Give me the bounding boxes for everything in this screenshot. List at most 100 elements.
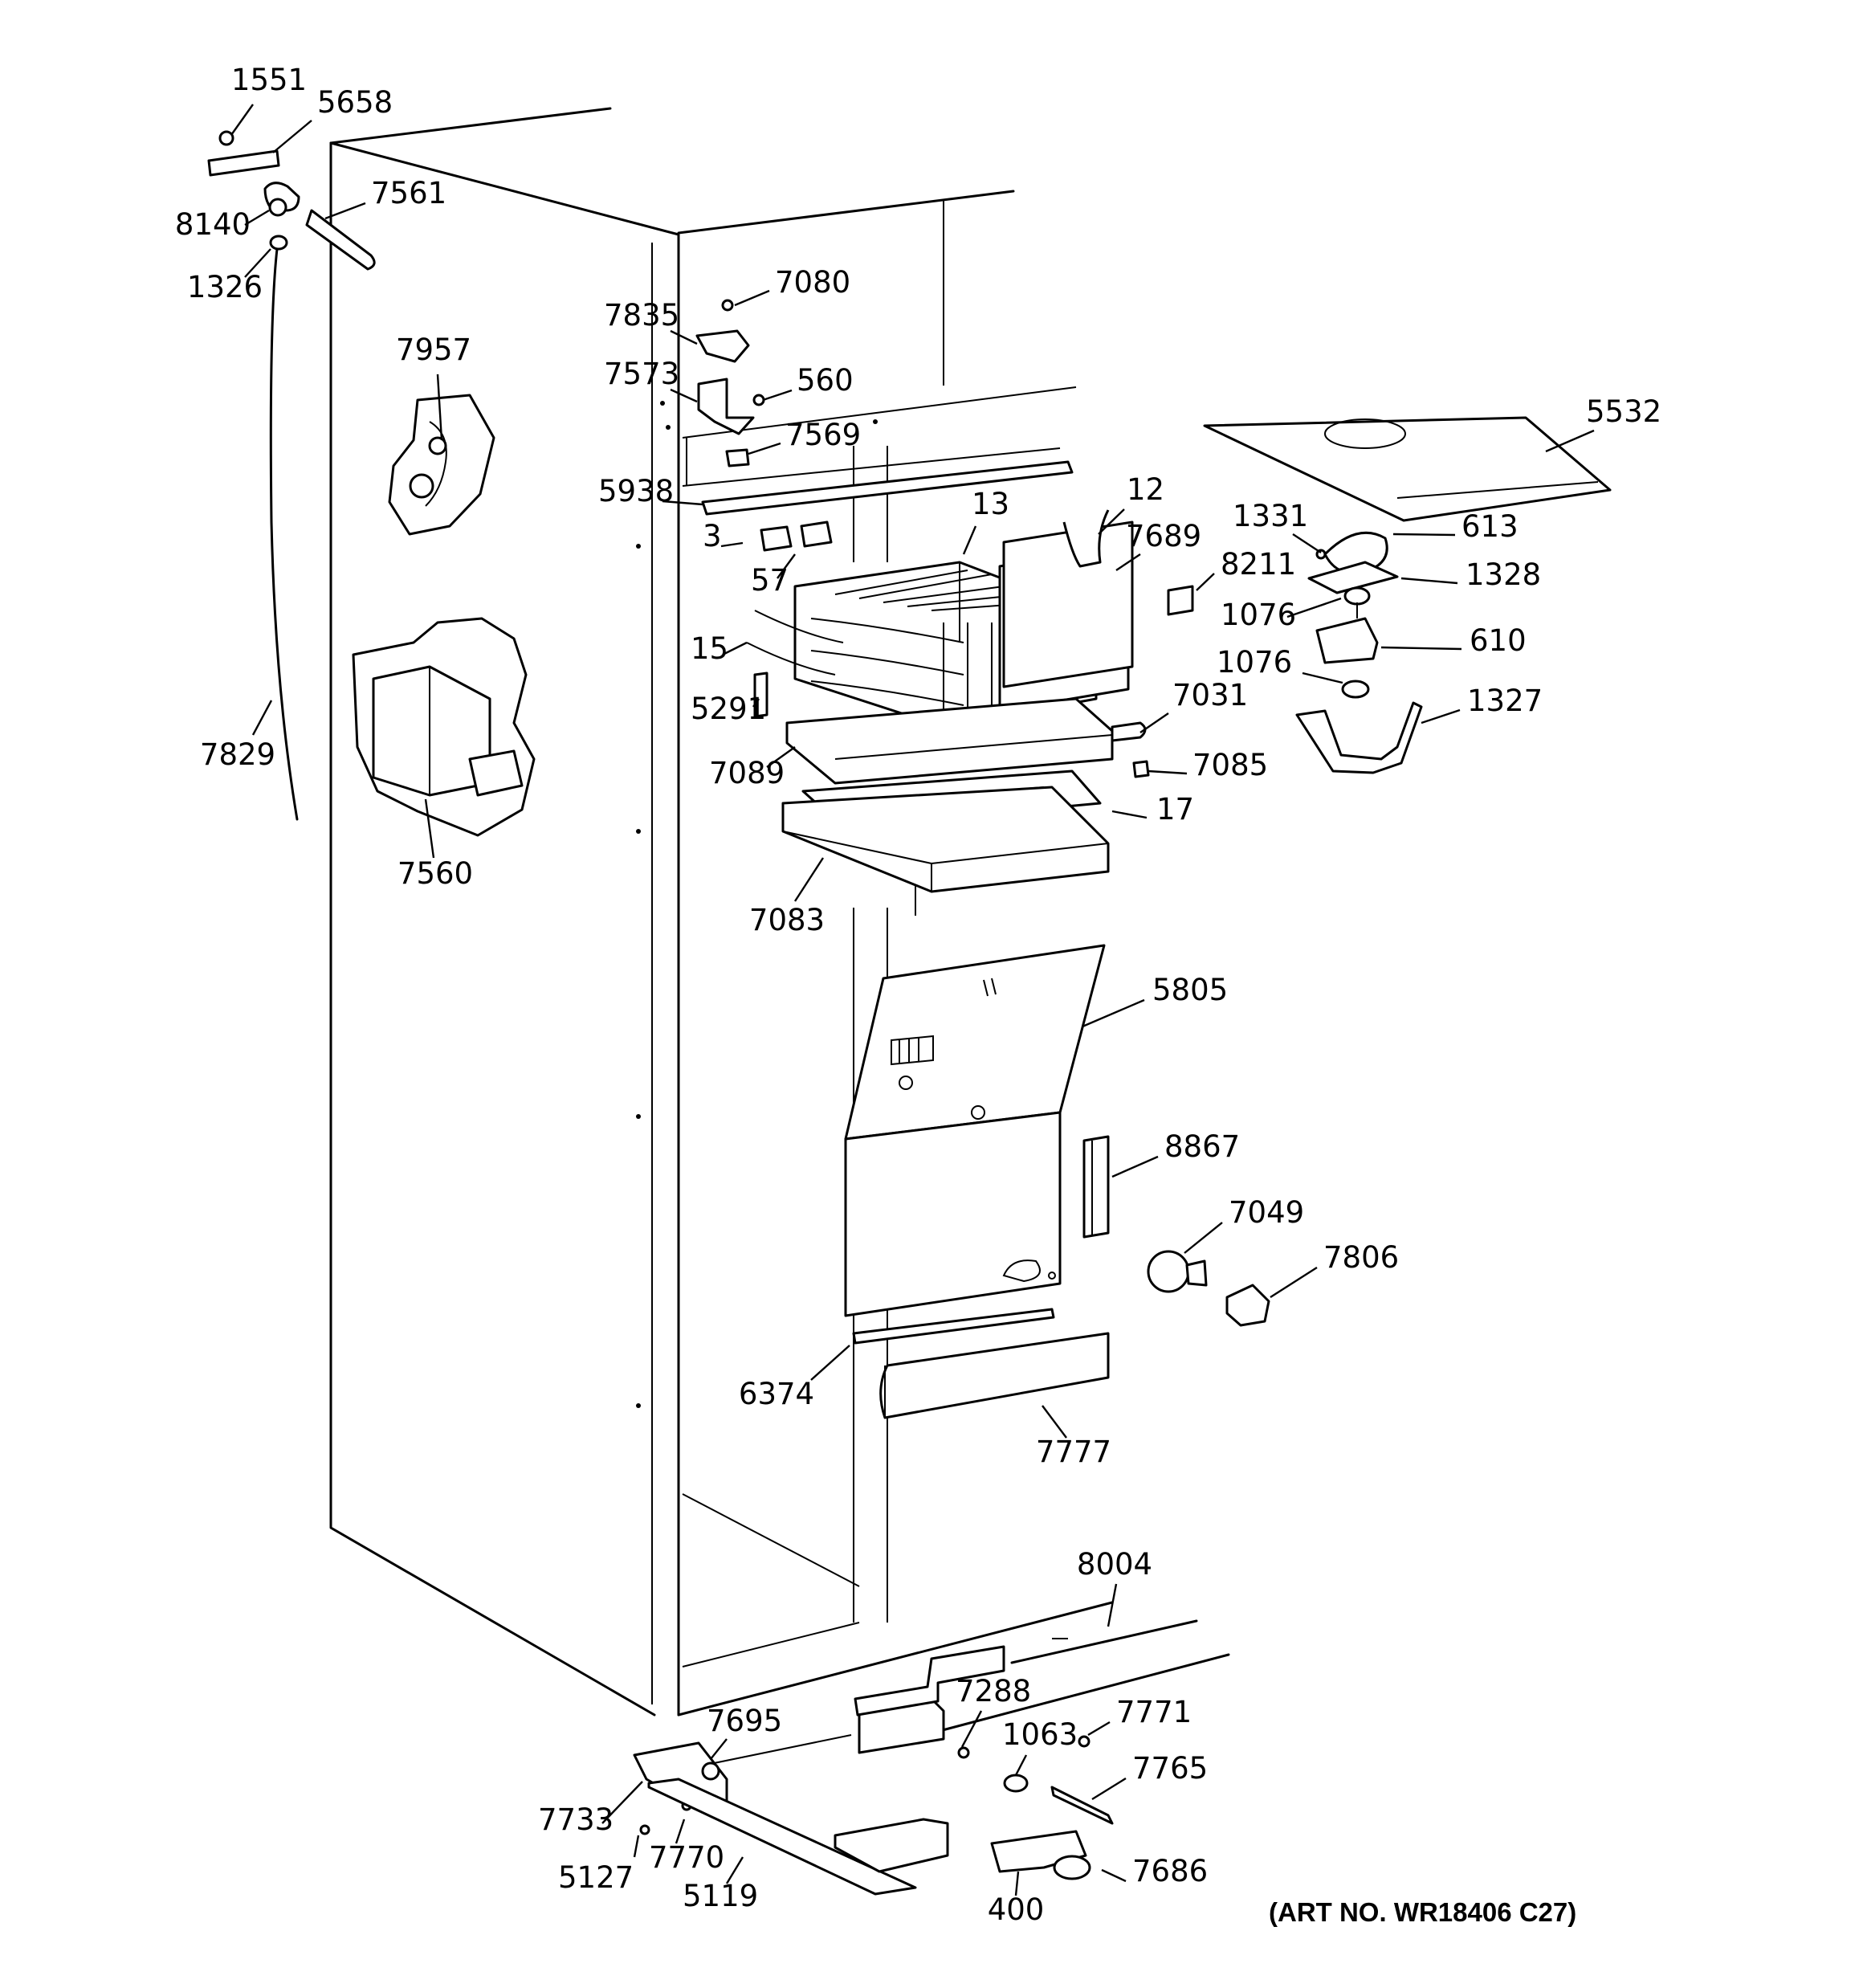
part-label-7686: 7686 — [1132, 1854, 1208, 1888]
part-label-8867: 8867 — [1164, 1129, 1240, 1164]
part-label-7771: 7771 — [1116, 1695, 1192, 1729]
part-label-8004: 8004 — [1077, 1547, 1152, 1582]
leader-line-7083 — [793, 857, 825, 902]
leader-line-560 — [762, 389, 793, 402]
leader-line-7835 — [670, 329, 698, 345]
part-label-7770: 7770 — [649, 1840, 724, 1875]
leader-line-1076 — [1302, 672, 1343, 684]
part-label-7049: 7049 — [1229, 1195, 1304, 1230]
leader-line-8211 — [1196, 573, 1215, 591]
leader-line-7765 — [1091, 1777, 1127, 1801]
part-label-7083: 7083 — [749, 903, 825, 937]
leader-line-7089 — [766, 746, 796, 768]
leader-line-7569 — [748, 442, 781, 455]
part-label-1328: 1328 — [1466, 557, 1541, 592]
leader-line-1331 — [1292, 533, 1322, 554]
cutout-7560 — [352, 617, 536, 837]
leader-line-1327 — [1421, 708, 1461, 725]
part-label-7829: 7829 — [200, 737, 275, 772]
leader-line-7806 — [1270, 1266, 1318, 1299]
part-label-5532: 5532 — [1586, 394, 1661, 429]
fan-motor-group — [1203, 416, 1612, 774]
part-label-7089: 7089 — [709, 756, 785, 790]
leader-line-5291 — [752, 698, 760, 708]
part-label-5938: 5938 — [598, 474, 674, 508]
leader-line-13 — [962, 525, 977, 555]
leader-line-7560 — [424, 798, 435, 859]
part-label-5127: 5127 — [558, 1860, 634, 1895]
art-number: (ART NO. WR18406 C27) — [1269, 1897, 1576, 1927]
leader-line-8140 — [244, 209, 270, 227]
leader-line-8867 — [1111, 1155, 1159, 1178]
part-label-1063: 1063 — [1002, 1717, 1078, 1752]
leader-lines — [230, 104, 1595, 1896]
part-label-7288: 7288 — [956, 1674, 1031, 1708]
leader-line-7829 — [251, 700, 273, 736]
leader-line-7695 — [710, 1738, 728, 1760]
water-fitting-group — [207, 130, 376, 821]
leader-line-8004 — [1107, 1583, 1118, 1627]
leader-line-7770 — [675, 1819, 686, 1844]
leader-line-7771 — [1087, 1721, 1111, 1737]
strips-bottom — [852, 1308, 1110, 1419]
leader-line-5938 — [662, 500, 703, 506]
leader-line-1328 — [1400, 577, 1458, 585]
part-label-8140: 8140 — [175, 207, 251, 242]
top-hinge-brackets — [695, 299, 1074, 516]
part-label-5805: 5805 — [1152, 973, 1228, 1007]
part-label-3: 3 — [703, 519, 722, 553]
light-socket-7806 — [1225, 1284, 1270, 1327]
leader-line-7957 — [436, 374, 443, 441]
bottom-hinge-group — [633, 1645, 1114, 1896]
leader-line-400 — [1014, 1871, 1020, 1896]
part-label-5119: 5119 — [683, 1879, 758, 1913]
leader-line-7733 — [601, 1781, 643, 1824]
part-label-7080: 7080 — [775, 265, 850, 300]
leader-line-5127 — [633, 1835, 640, 1858]
part-label-7560: 7560 — [397, 856, 473, 891]
light-bulb-7049 — [1147, 1250, 1208, 1293]
leader-line-5658 — [272, 120, 312, 153]
leader-line-7085 — [1148, 769, 1188, 775]
part-label-7777: 7777 — [1036, 1435, 1111, 1469]
leader-line-610 — [1380, 646, 1462, 651]
leader-line-5119 — [725, 1856, 744, 1884]
part-label-15: 15 — [691, 631, 728, 666]
part-label-7695: 7695 — [707, 1704, 782, 1738]
cutout-7957 — [388, 394, 495, 536]
part-label-7031: 7031 — [1172, 678, 1248, 712]
leader-line-15 — [722, 641, 748, 656]
part-label-13: 13 — [972, 487, 1009, 521]
part-label-1326: 1326 — [187, 270, 263, 304]
leader-line-7573 — [670, 388, 698, 403]
part-label-1327: 1327 — [1467, 684, 1543, 718]
part-label-7957: 7957 — [396, 333, 471, 367]
part-label-57: 57 — [751, 563, 789, 598]
leader-line-7080 — [734, 289, 770, 307]
part-label-7569: 7569 — [785, 418, 861, 452]
part-label-613: 613 — [1461, 509, 1519, 544]
part-label-7689: 7689 — [1126, 519, 1201, 553]
part-label-1551: 1551 — [231, 63, 307, 97]
part-label-1076: 1076 — [1217, 645, 1292, 680]
leader-line-7686 — [1101, 1868, 1127, 1883]
leader-line-3 — [720, 541, 744, 548]
evaporator-assembly — [746, 509, 1194, 893]
leader-line-7689 — [1115, 553, 1141, 571]
leader-line-7049 — [1184, 1222, 1223, 1254]
part-label-1331: 1331 — [1233, 499, 1308, 533]
leader-line-5532 — [1545, 429, 1595, 453]
part-label-5658: 5658 — [317, 85, 393, 120]
part-label-560: 560 — [797, 363, 854, 398]
part-label-12: 12 — [1127, 472, 1164, 507]
leader-line-7031 — [1139, 712, 1169, 733]
leader-line-5805 — [1082, 998, 1145, 1028]
part-label-7806: 7806 — [1323, 1240, 1399, 1275]
leader-line-57 — [777, 553, 796, 579]
part-label-1076: 1076 — [1221, 598, 1296, 632]
part-label-7573: 7573 — [604, 357, 679, 391]
leader-line-7777 — [1042, 1405, 1067, 1439]
leader-line-7288 — [960, 1710, 983, 1748]
